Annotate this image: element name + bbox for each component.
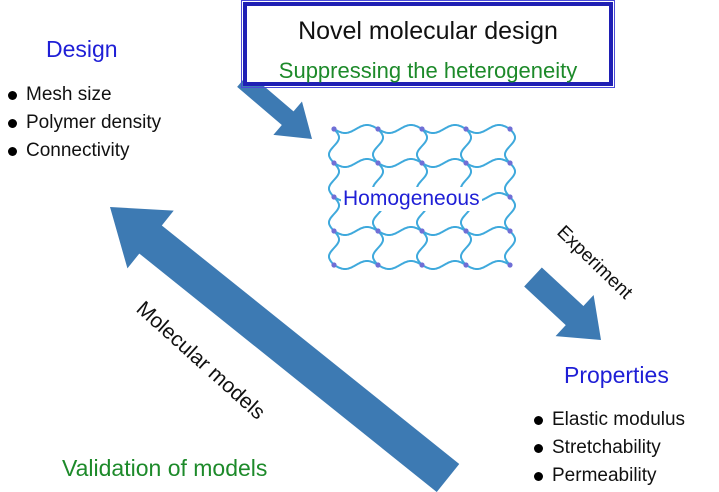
homogeneous-label: Homogeneous — [341, 187, 482, 211]
crosslink-node — [463, 262, 469, 268]
crosslink-node — [331, 194, 337, 200]
network-strand-h — [421, 260, 467, 270]
network-strand-h — [421, 158, 467, 168]
network-strand-v — [328, 162, 340, 198]
network-strand-v — [504, 162, 516, 198]
molecular-models-arrow — [110, 207, 460, 492]
crosslink-node — [331, 160, 337, 166]
crosslink-node — [507, 194, 513, 200]
network-strand-h — [377, 260, 423, 270]
design-item-mesh-size: Mesh size — [4, 81, 161, 109]
design-item-connectivity: Connectivity — [4, 137, 161, 165]
network-strand-h — [465, 260, 511, 270]
network-strand-v — [328, 128, 340, 164]
crosslink-node — [375, 160, 381, 166]
title-box: Novel molecular design Suppressing the h… — [241, 0, 615, 88]
network-strand-h — [333, 158, 379, 168]
validation-label: Validation of models — [62, 455, 268, 481]
network-strand-h — [377, 158, 423, 168]
crosslink-node — [331, 262, 337, 268]
network-strand-v — [460, 128, 472, 164]
network-strand-v — [416, 230, 428, 266]
crosslink-node — [463, 228, 469, 234]
crosslink-node — [507, 160, 513, 166]
crosslink-node — [507, 262, 513, 268]
properties-item-elastic-modulus: Elastic modulus — [530, 406, 685, 434]
crosslink-node — [463, 160, 469, 166]
network-strand-h — [421, 226, 467, 236]
network-strand-h — [465, 226, 511, 236]
crosslink-node — [419, 126, 425, 132]
design-list: Mesh size Polymer density Connectivity — [4, 81, 161, 165]
network-strand-h — [377, 124, 423, 134]
network-strand-v — [416, 128, 428, 164]
crosslink-node — [419, 228, 425, 234]
crosslink-node — [507, 126, 513, 132]
design-to-network-arrow — [237, 73, 312, 139]
crosslink-node — [375, 228, 381, 234]
properties-item-permeability: Permeability — [530, 462, 685, 490]
network-strand-v — [372, 230, 384, 266]
arrows-layer — [110, 73, 601, 492]
crosslink-node — [419, 262, 425, 268]
title-text: Novel molecular design — [298, 17, 558, 45]
network-strand-v — [504, 128, 516, 164]
crosslink-node — [419, 160, 425, 166]
network-strand-v — [328, 196, 340, 232]
subtitle-text: Suppressing the heterogeneity — [278, 58, 578, 83]
network-strand-v — [372, 128, 384, 164]
crosslink-node — [331, 228, 337, 234]
design-item-polymer-density: Polymer density — [4, 109, 161, 137]
crosslink-node — [375, 126, 381, 132]
network-strand-h — [333, 124, 379, 134]
design-heading: Design — [46, 36, 118, 62]
network-strand-v — [328, 230, 340, 266]
network-strand-h — [465, 158, 511, 168]
network-strand-h — [333, 226, 379, 236]
properties-list: Elastic modulus Stretchability Permeabil… — [530, 406, 685, 490]
network-strand-h — [421, 124, 467, 134]
crosslink-node — [331, 126, 337, 132]
network-strand-v — [504, 196, 516, 232]
crosslink-node — [507, 228, 513, 234]
experiment-arrow — [524, 267, 601, 340]
network-strand-h — [465, 124, 511, 134]
crosslink-node — [375, 262, 381, 268]
properties-item-stretchability: Stretchability — [530, 434, 685, 462]
network-strand-v — [460, 230, 472, 266]
properties-heading: Properties — [564, 362, 669, 388]
network-strand-v — [504, 230, 516, 266]
network-strand-h — [333, 260, 379, 270]
network-strand-h — [377, 226, 423, 236]
crosslink-node — [463, 126, 469, 132]
